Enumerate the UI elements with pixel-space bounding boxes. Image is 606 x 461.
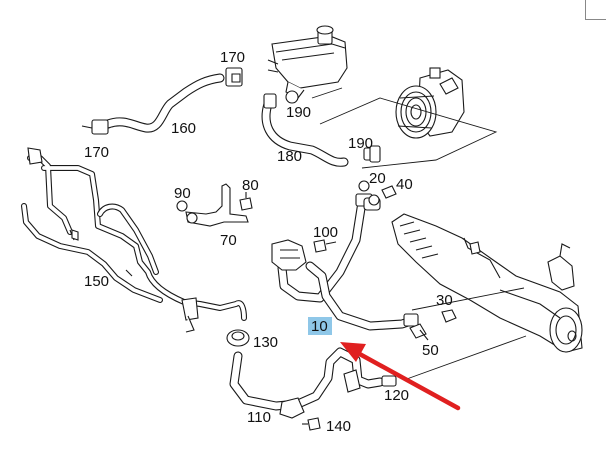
label-part-20[interactable]: 20 xyxy=(369,170,386,187)
label-part-40[interactable]: 40 xyxy=(396,176,413,193)
oil-cooler-150 xyxy=(21,147,247,333)
label-part-190-right[interactable]: 190 xyxy=(348,135,373,152)
corner-toggle-box[interactable] xyxy=(585,0,606,20)
pump-leader-bracket xyxy=(311,87,498,169)
steering-gear-leaders xyxy=(403,287,527,381)
bolt-140 xyxy=(302,417,321,431)
label-part-130[interactable]: 130 xyxy=(253,334,278,351)
steering-gear-drawing xyxy=(391,213,583,353)
return-hose-160 xyxy=(81,67,243,135)
label-part-170-top[interactable]: 170 xyxy=(220,49,245,66)
label-part-80[interactable]: 80 xyxy=(242,177,259,194)
label-part-90[interactable]: 90 xyxy=(174,185,191,202)
label-part-190-top[interactable]: 190 xyxy=(286,104,311,121)
label-part-180[interactable]: 180 xyxy=(277,148,302,165)
bolts-30-50 xyxy=(409,309,457,341)
label-part-160[interactable]: 160 xyxy=(171,120,196,137)
label-part-110[interactable]: 110 xyxy=(247,409,271,426)
label-part-170-left[interactable]: 170 xyxy=(84,144,109,161)
label-part-100[interactable]: 100 xyxy=(313,224,338,241)
label-part-120[interactable]: 120 xyxy=(384,387,409,404)
label-part-140[interactable]: 140 xyxy=(326,418,351,435)
suction-hose-180 xyxy=(261,90,381,167)
red-arrow-icon xyxy=(340,342,461,411)
bracket-70-assembly xyxy=(176,183,253,227)
hose-110 xyxy=(229,347,397,419)
label-part-30[interactable]: 30 xyxy=(436,292,453,309)
fittings-20-40 xyxy=(358,180,397,199)
label-part-150[interactable]: 150 xyxy=(84,273,109,290)
pressure-hose-10 xyxy=(271,193,419,331)
highlight-box xyxy=(308,317,332,335)
steering-pump-drawing xyxy=(395,67,465,139)
label-part-10[interactable]: 10 xyxy=(311,318,328,335)
bolt-100 xyxy=(313,239,337,253)
label-part-50[interactable]: 50 xyxy=(422,342,439,359)
label-part-70[interactable]: 70 xyxy=(220,232,237,249)
clip-130 xyxy=(226,329,250,347)
reservoir-drawing xyxy=(267,25,348,99)
